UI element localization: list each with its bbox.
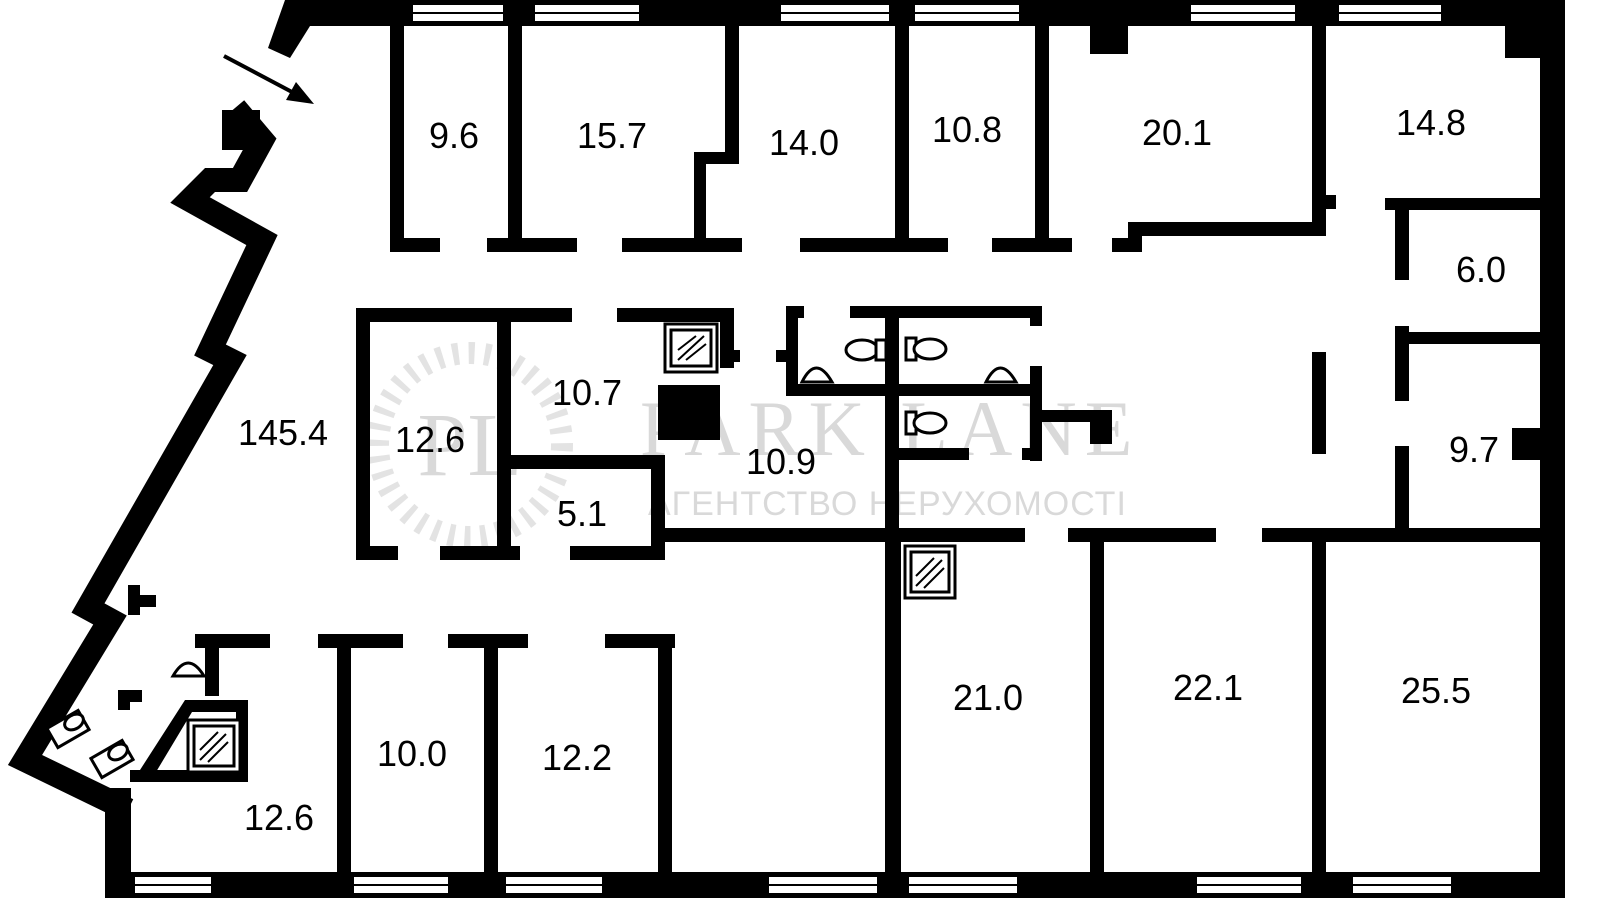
watermark-wreath-icon — [367, 342, 573, 548]
room-area-label: 12.6 — [244, 797, 314, 838]
room-area-label: 15.7 — [577, 115, 647, 156]
room-area-label: 14.0 — [769, 122, 839, 163]
room-labels: 9.6 15.7 14.0 10.8 20.1 14.8 6.0 9.7 145… — [238, 102, 1506, 838]
room-area-label: 20.1 — [1142, 112, 1212, 153]
room-area-label: 10.8 — [932, 109, 1002, 150]
room-area-label: 21.0 — [953, 677, 1023, 718]
toilet-icon — [88, 738, 136, 780]
room-area-label: 6.0 — [1456, 249, 1506, 290]
toilet-icon — [44, 708, 92, 750]
room-area-label: 12.2 — [542, 737, 612, 778]
sink-icon — [983, 366, 1019, 384]
room-area-label: 10.7 — [552, 372, 622, 413]
room-area-label: 10.9 — [746, 441, 816, 482]
room-area-label: 9.7 — [1449, 429, 1499, 470]
toilet-icon — [904, 336, 948, 362]
sink-icon — [170, 661, 207, 678]
room-area-label: 14.8 — [1396, 102, 1466, 143]
toilet-icon — [844, 338, 888, 362]
sink-icon — [799, 366, 835, 384]
room-area-label: 145.4 — [238, 412, 328, 453]
room-area-label: 10.0 — [377, 733, 447, 774]
shower-icon — [663, 322, 719, 374]
shower-icon — [186, 718, 242, 774]
room-area-label: 12.6 — [395, 419, 465, 460]
room-area-label: 5.1 — [557, 493, 607, 534]
entrance-arrow-icon — [223, 54, 314, 104]
room-area-label: 25.5 — [1401, 670, 1471, 711]
room-area-label: 22.1 — [1173, 667, 1243, 708]
toilet-icon — [904, 410, 948, 436]
fixtures — [44, 322, 1019, 780]
room-area-label: 9.6 — [429, 115, 479, 156]
shower-icon — [903, 544, 957, 600]
window-lines — [134, 12, 1452, 886]
